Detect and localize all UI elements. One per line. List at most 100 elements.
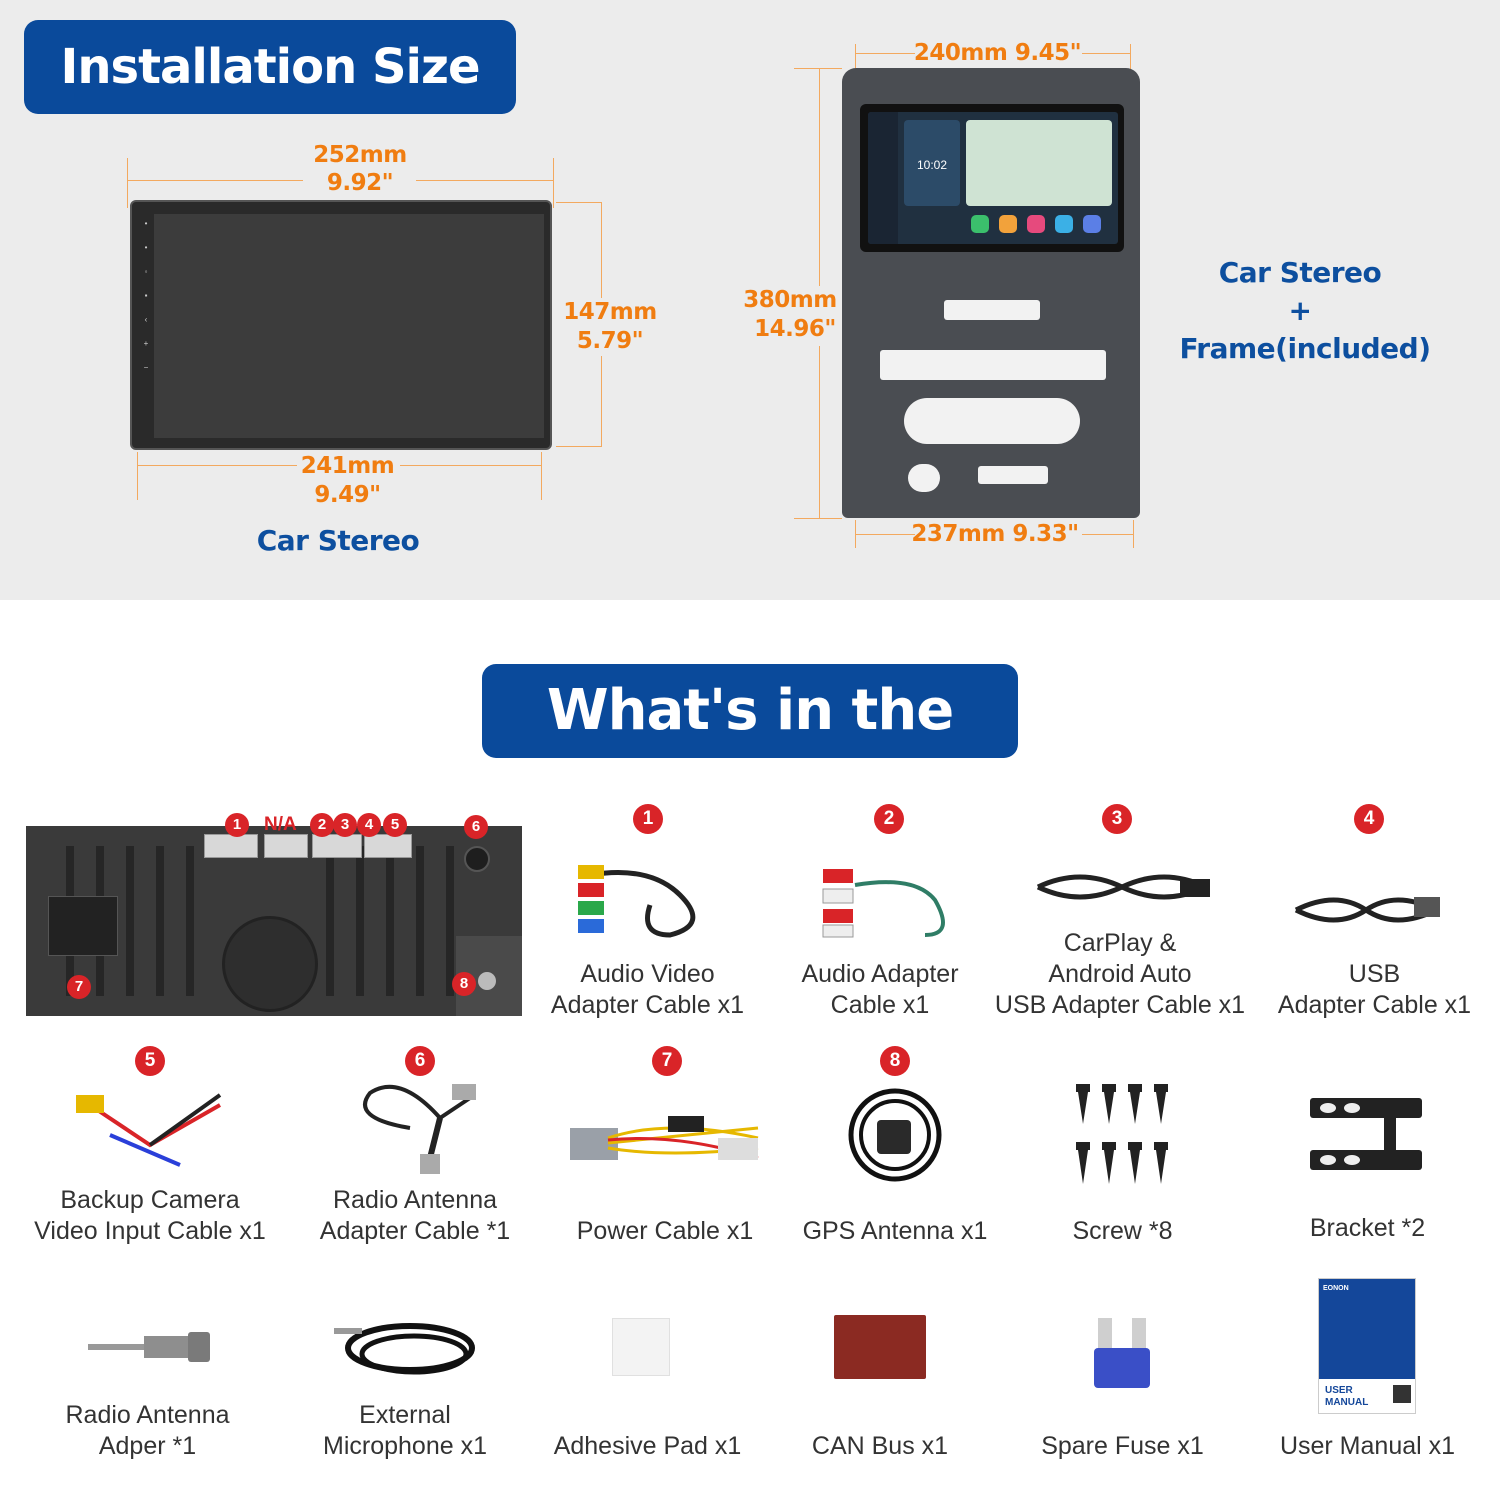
dim-line <box>819 346 820 518</box>
item-label: CarPlay & <box>1063 929 1177 957</box>
stereo-with-frame: 10:02 <box>842 68 1140 518</box>
av-cable-image <box>578 865 696 938</box>
connector-na <box>264 834 308 858</box>
car-stereo-label: Car Stereo <box>256 524 420 557</box>
frame-height-in: 14.96" <box>754 316 836 342</box>
dim-guide <box>556 202 602 203</box>
heatsink-fin <box>356 846 364 996</box>
item-label: Adper *1 <box>98 1432 197 1460</box>
heatsink-fin <box>416 846 424 996</box>
power-socket <box>48 896 118 956</box>
item-label: Audio Adapter <box>801 960 959 988</box>
dim-line <box>601 356 602 446</box>
item-label: Bracket *2 <box>1309 1214 1426 1242</box>
marker-5: 5 <box>383 813 407 837</box>
heatsink-fin <box>326 846 334 996</box>
item-label: CAN Bus x1 <box>811 1432 949 1460</box>
dim-line <box>855 534 915 535</box>
connector-1 <box>204 834 258 858</box>
usb-cable-image <box>1294 897 1440 923</box>
marker-3: 3 <box>333 813 357 837</box>
item-number: 8 <box>880 1046 910 1076</box>
power-cable-image <box>570 1116 759 1160</box>
item-number: 3 <box>1102 804 1132 834</box>
screws-image <box>1076 1084 1168 1184</box>
item-label: Adapter Cable *1 <box>319 1217 511 1245</box>
car-stereo-unit: ••◦▪‹+− <box>130 200 552 450</box>
item-label: Adapter Cable x1 <box>550 991 745 1019</box>
heatsink-fin <box>186 846 194 996</box>
frame-vent-slot <box>944 300 1040 320</box>
antenna-port <box>464 846 490 872</box>
screen-sidebar <box>868 112 898 244</box>
dim-line <box>400 465 541 466</box>
manual-brand: EONON <box>1323 1285 1349 1292</box>
dim-line <box>855 53 915 54</box>
item-label: USB <box>1348 960 1401 988</box>
heatsink-fin <box>446 846 454 996</box>
carplay-usb-cable-image <box>1036 874 1210 900</box>
dim-guide <box>794 68 842 69</box>
item-label: Adhesive Pad x1 <box>553 1432 742 1460</box>
radio-antenna-cable-image <box>363 1084 476 1174</box>
item-number: 4 <box>1354 804 1384 834</box>
screen-clock: 10:02 <box>916 158 948 172</box>
stereo-width-top-in: 9.92" <box>326 170 394 196</box>
heatsink-fin <box>126 846 134 996</box>
dim-guide <box>553 158 554 208</box>
frame-height-mm: 380mm <box>743 287 837 313</box>
marker-7: 7 <box>67 975 91 999</box>
item-label: Android Auto <box>1048 960 1192 988</box>
dim-guide <box>1133 520 1134 548</box>
frame-vent-slot <box>880 350 1106 380</box>
gps-port <box>478 972 496 990</box>
item-number: 2 <box>874 804 904 834</box>
dim-guide <box>127 158 128 208</box>
cooling-fan <box>222 916 318 1012</box>
frame-label-line1: Car Stereo <box>1218 256 1382 289</box>
dim-line <box>127 180 303 181</box>
screen-widget <box>904 120 960 206</box>
gps-antenna-image <box>848 1088 942 1182</box>
frame-label-line2: + <box>1288 294 1312 327</box>
stereo-height-in: 5.79" <box>576 328 644 354</box>
item-label: Radio Antenna <box>332 1186 498 1214</box>
item-label: Power Cable x1 <box>576 1217 754 1245</box>
audio-cable-image <box>822 869 945 938</box>
stereo-width-top-mm: 252mm <box>313 142 407 168</box>
frame-width-bottom: 237mm 9.33" <box>911 521 1079 547</box>
manual-title2: MANUAL <box>1325 1397 1369 1408</box>
manual-title1: USER <box>1325 1385 1353 1396</box>
item-number: 6 <box>405 1046 435 1076</box>
heatsink-fin <box>156 846 164 996</box>
qr-code <box>1393 1385 1411 1403</box>
dim-guide <box>556 446 602 447</box>
installation-size-title: Installation Size <box>24 20 516 114</box>
marker-6: 6 <box>464 815 488 839</box>
brackets-image <box>1310 1098 1422 1170</box>
item-number: 1 <box>633 804 663 834</box>
stereo-screen <box>154 214 544 438</box>
dim-line <box>137 465 297 466</box>
heatsink-fin <box>386 846 394 996</box>
item-label: User Manual x1 <box>1279 1432 1456 1460</box>
stereo-width-bottom-in: 9.49" <box>314 482 381 508</box>
manual-cover-band <box>1319 1279 1415 1379</box>
dim-line <box>1082 53 1130 54</box>
item-number: 5 <box>135 1046 165 1076</box>
user-manual-image: EONON USER MANUAL <box>1318 1278 1416 1414</box>
backup-camera-cable-image <box>76 1093 222 1167</box>
marker-8: 8 <box>452 972 476 996</box>
frame-screen: 10:02 <box>860 104 1124 252</box>
dim-guide <box>137 452 138 500</box>
connector-4-5 <box>364 834 412 858</box>
item-label: Radio Antenna <box>65 1401 230 1429</box>
frame-width-top: 240mm 9.45" <box>913 40 1082 66</box>
marker-2: 2 <box>310 813 334 837</box>
external-microphone-image <box>334 1323 475 1375</box>
item-label: USB Adapter Cable x1 <box>994 991 1246 1019</box>
frame-knob-hole <box>908 464 940 492</box>
item-number: 7 <box>652 1046 682 1076</box>
item-label: Video Input Cable x1 <box>34 1217 266 1245</box>
dim-line <box>1082 534 1133 535</box>
